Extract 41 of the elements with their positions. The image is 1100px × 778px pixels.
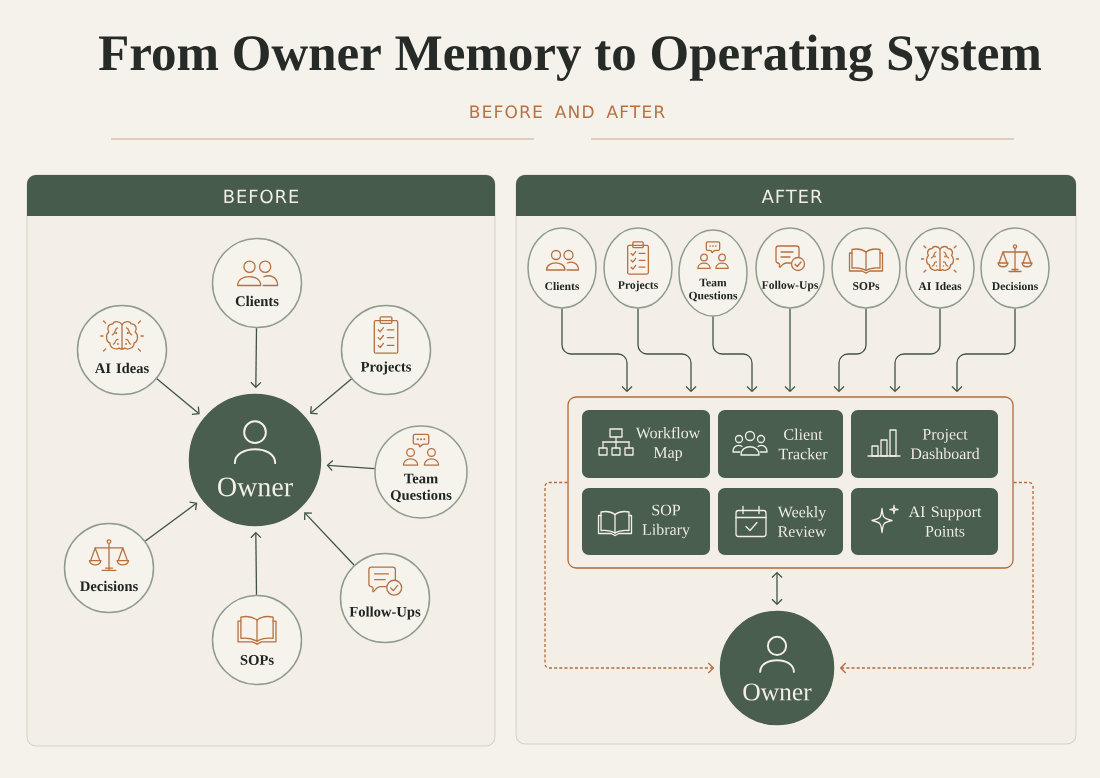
- arrow: [326, 459, 376, 472]
- dashed-arrow: [839, 481, 1034, 674]
- arrow: [250, 531, 262, 596]
- tool-tile: Client Tracker: [718, 410, 843, 478]
- arrow: [784, 308, 796, 393]
- subtitle: BEFORE AND AFTER: [470, 105, 665, 119]
- arrow: [303, 512, 355, 566]
- arrow: [637, 308, 697, 393]
- arrow: [833, 308, 867, 393]
- arrow: [250, 327, 262, 389]
- oval-node: SOPs: [831, 227, 901, 309]
- oval-node: AI Ideas: [905, 227, 975, 309]
- title: From Owner Memory to Operating System: [99, 34, 1041, 82]
- tool-tile: AI Support Points: [851, 488, 998, 555]
- oval-node: Team Questions: [678, 229, 748, 317]
- circle-node: Team Questions: [374, 425, 468, 519]
- panel-header: BEFORE: [27, 175, 495, 216]
- circle-node: SOPs: [211, 594, 303, 686]
- arrow: [561, 308, 633, 393]
- arrow: [889, 308, 941, 393]
- tool-tile: Weekly Review: [718, 488, 843, 555]
- double-arrow: [771, 571, 783, 606]
- oval-node: Clients: [527, 227, 597, 309]
- oval-node: Follow-Ups: [755, 227, 825, 309]
- tool-tile: SOP Library: [582, 488, 710, 555]
- circle-node: Follow-Ups: [339, 552, 431, 644]
- tool-tile: Workflow Map: [582, 410, 710, 478]
- panel-header: AFTER: [516, 175, 1076, 216]
- oval-node: Projects: [603, 227, 673, 309]
- arrow: [156, 378, 200, 415]
- circle-node: Decisions: [63, 522, 155, 614]
- circle-node: AI Ideas: [76, 304, 168, 396]
- circle-node: Projects: [340, 304, 432, 396]
- circle-node: Clients: [211, 237, 303, 329]
- oval-node: Decisions: [980, 227, 1050, 309]
- dashed-arrow: [544, 481, 715, 674]
- arrow: [309, 378, 352, 415]
- arrow: [951, 308, 1016, 393]
- arrow: [712, 316, 758, 393]
- tool-tile: Project Dashboard: [851, 410, 998, 478]
- arrow: [144, 501, 198, 542]
